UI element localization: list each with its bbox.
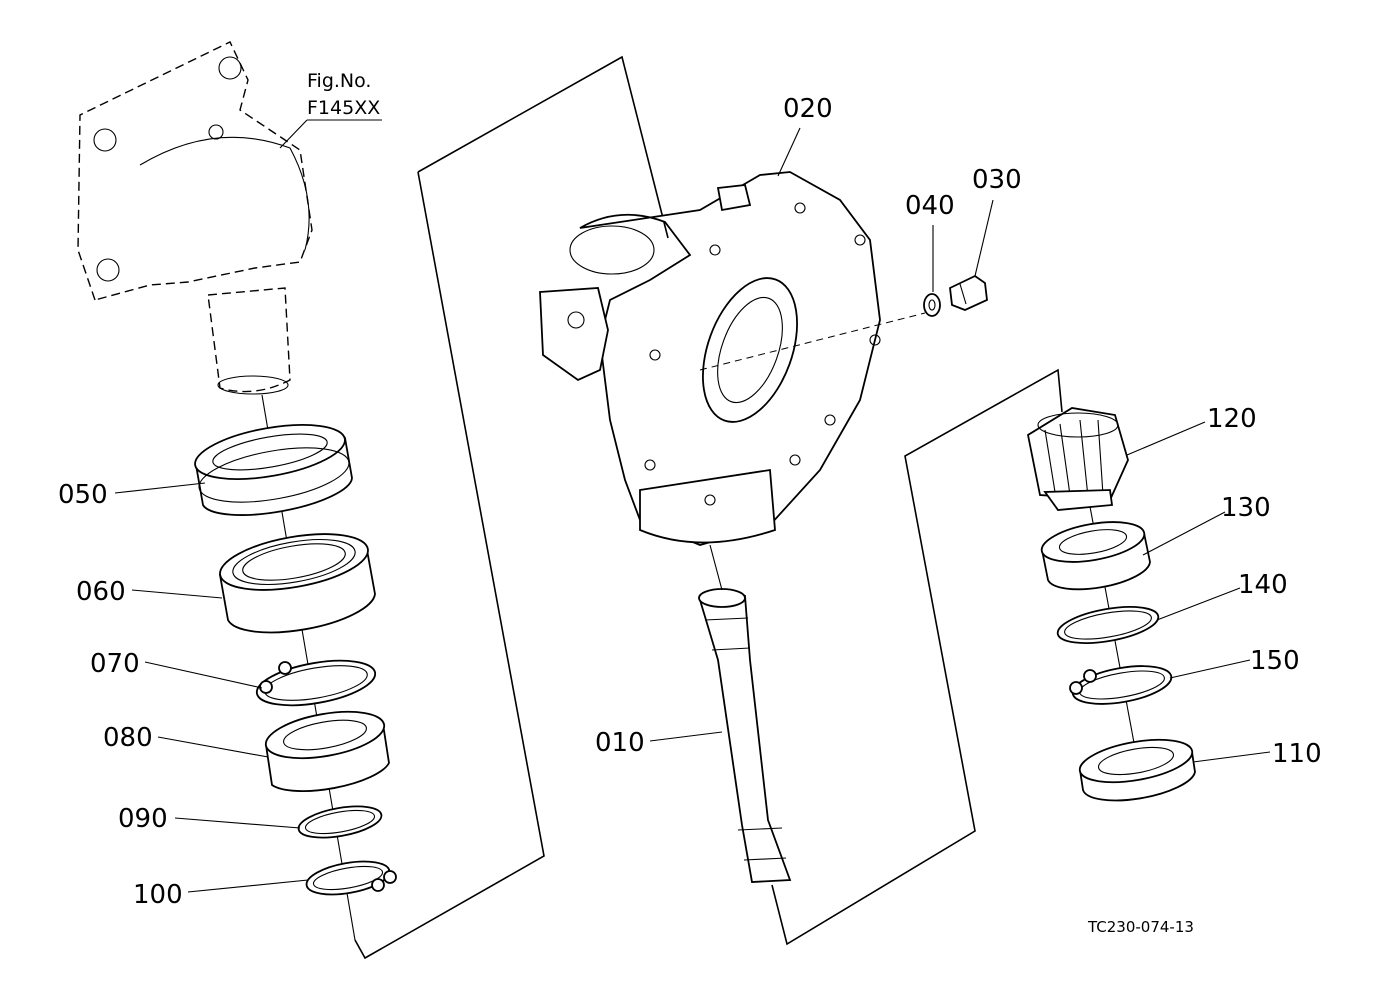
leader-lines [114, 421, 1271, 893]
part-130-bearing [1040, 521, 1151, 591]
label-070: 070 [90, 649, 140, 679]
part-150-circlip [1069, 665, 1173, 705]
part-080-bearing [264, 710, 390, 792]
fig-ref-line2: F145XX [307, 97, 380, 119]
bracket-line-right [771, 368, 1063, 946]
part-140-shim [1056, 606, 1160, 644]
part-040-washer [923, 293, 941, 317]
fig-reference-label: Fig.No. F145XX [279, 70, 382, 149]
part-120-bevel-gear [1026, 407, 1129, 511]
bracket-line-left [417, 55, 669, 239]
label-090: 090 [118, 804, 168, 834]
label-030: 030 [972, 165, 1022, 195]
label-130: 130 [1221, 493, 1271, 523]
part-100-circlip [305, 860, 397, 896]
label-040: 040 [905, 191, 955, 221]
label-140: 140 [1238, 570, 1288, 600]
part-070-snap-ring [255, 659, 377, 707]
label-020: 020 [783, 94, 833, 124]
label-010: 010 [595, 728, 645, 758]
part-number-labels: 050 060 070 080 090 100 020 040 030 010 … [58, 94, 1322, 910]
fig-ref-line1: Fig.No. [307, 70, 371, 92]
label-060: 060 [76, 577, 126, 607]
label-110: 110 [1272, 739, 1322, 769]
label-120: 120 [1207, 404, 1257, 434]
part-050-seal [194, 424, 353, 516]
part-090-shim [297, 805, 383, 839]
label-050: 050 [58, 480, 108, 510]
label-100: 100 [133, 880, 183, 910]
part-010-shaft [698, 588, 792, 883]
part-060-bearing [218, 533, 376, 634]
part-110-seal [1078, 738, 1196, 802]
drawing-code: TC230-074-13 [1087, 918, 1194, 936]
part-020-gear-case [539, 171, 881, 546]
label-080: 080 [103, 723, 153, 753]
part-030-plug [949, 274, 988, 311]
label-150: 150 [1250, 646, 1300, 676]
reference-housing-f145xx [77, 41, 313, 395]
